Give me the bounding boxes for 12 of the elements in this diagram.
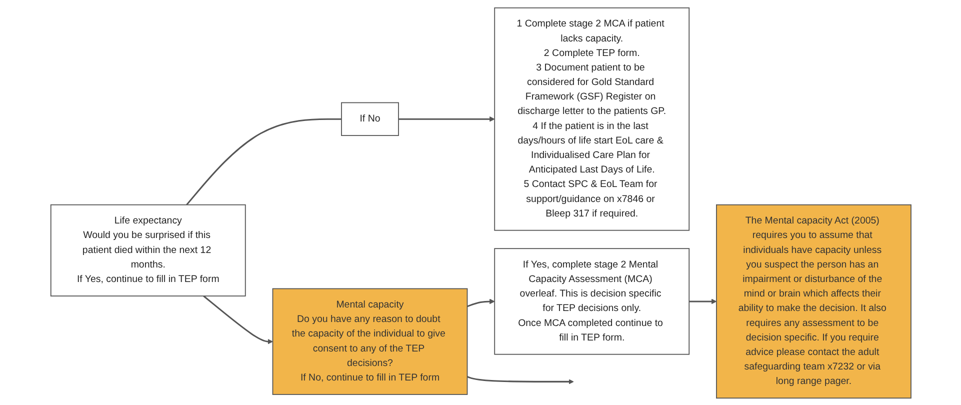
arrow [688,298,716,304]
arrow [398,116,494,122]
node-box: If No [340,102,399,136]
arrow [466,376,574,384]
arrow [466,298,494,307]
node-box: Life expectancy Would you be surprised if this patient died within the next 12 months. If Yes, continue to fill in TEP form [50,204,246,296]
arrow [202,294,273,344]
connector [186,118,342,205]
node-box: 1 Complete stage 2 MCA if patient lacks capacity. 2 Complete TEP form. 3 Document patient to be considered for Gold Standard Framework (GSF) Register on discharge letter to the patients GP. 4 If the patient is in the last days/hours of life start EoL care & Individualised Care Plan for Anticipated Last Days of Life. 5 Contact SPC & EoL Team for support/guidance on x7846 or Bleep 317 if required. [494,6,690,230]
node-box: Mental capacity Do you have any reason to doubt the capacity of the individual to give consent to any of the TEP decisions? If No, continue to fill in TEP form [272,288,468,394]
node-box: If Yes, complete stage 2 Mental Capacity Assessment (MCA) overleaf. This is decision specific for TEP decisions only. Once MCA completed continue to fill in TEP form. [494,248,690,354]
node-box: The Mental capacity Act (2005) requires you to assume that individuals have capacity unless you suspect the person has an impairment or disturbance of the mind or brain which affects their ability to make the decision. It also requires any assessment to be decision specific. If you require advice please contact the adult safeguarding team x7232 or via long range pager. [716,204,911,398]
